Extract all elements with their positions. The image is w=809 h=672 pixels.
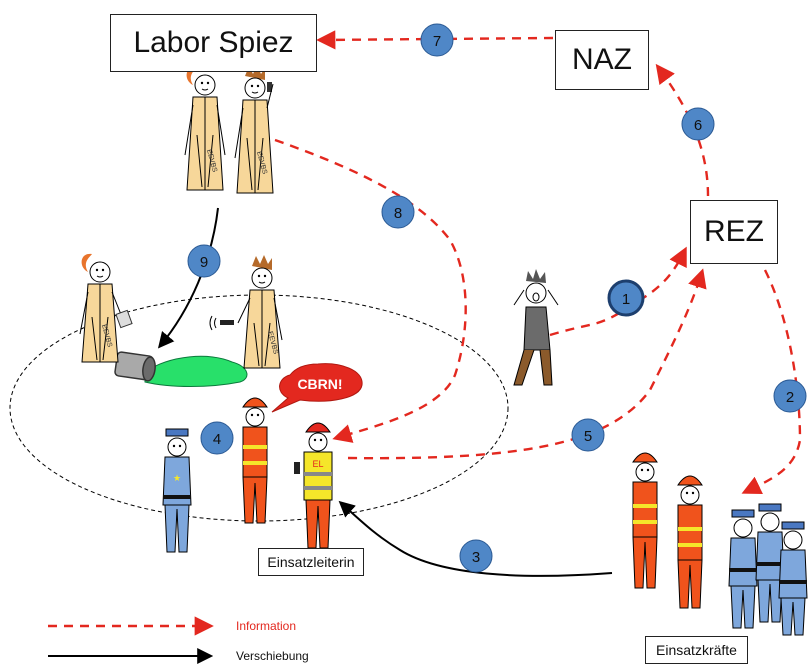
- step-number: 4: [213, 431, 221, 448]
- arrow-step-9: [157, 207, 219, 349]
- step-number: 6: [694, 117, 702, 134]
- step-badge-1: 1: [607, 279, 645, 317]
- step-number: 7: [433, 33, 441, 50]
- step-badge-2: 2: [773, 379, 807, 413]
- step-number: 2: [786, 389, 794, 406]
- step-badge-8: 8: [381, 195, 415, 229]
- cbrn-callout: CBRN!: [271, 363, 363, 413]
- police-officer-figure: [755, 503, 785, 623]
- svg-text:★: ★: [173, 473, 181, 483]
- legend-information-label: Information: [236, 619, 297, 633]
- specialist-suit-figure: [234, 65, 274, 194]
- specialist-suit-figure: [209, 255, 283, 369]
- naz-box: NAZ: [555, 30, 649, 90]
- einsatzkraefte-box: Einsatzkräfte: [645, 636, 748, 664]
- specialist-suit-figure: [79, 253, 133, 363]
- einsatzleiterin-box: Einsatzleiterin: [258, 548, 364, 576]
- cbrn-callout-text: CBRN!: [297, 376, 342, 392]
- incident-commander-figure: EL: [294, 422, 333, 549]
- arrow-step-2: [741, 269, 802, 495]
- legend-verschiebung-label: Verschiebung: [236, 649, 309, 663]
- step-number: 9: [200, 254, 208, 271]
- firefighter-figure: [632, 452, 658, 589]
- specialist-suit-figure: [184, 66, 226, 191]
- step-badge-5: 5: [571, 418, 605, 452]
- step-badge-7: 7: [420, 23, 454, 57]
- firefighter-figure: [242, 397, 268, 524]
- police-officer-figure: [728, 509, 758, 629]
- bystander-figure: [513, 269, 559, 386]
- step-badge-3: 3: [459, 539, 493, 573]
- police-officer-figure: ★: [162, 428, 192, 553]
- chemical-spill: [144, 355, 248, 387]
- police-officer-figure: [778, 521, 808, 636]
- labor-spiez-box: Labor Spiez: [110, 14, 317, 72]
- step-number: 5: [584, 428, 592, 445]
- barrel-icon: [114, 351, 156, 382]
- step-badge-6: 6: [681, 107, 715, 141]
- step-badge-9: 9: [187, 244, 221, 278]
- step-number: 1: [622, 291, 630, 308]
- arrow-step-3: [338, 500, 613, 577]
- step-number: 8: [394, 205, 402, 222]
- arrow-step-5: [347, 268, 707, 460]
- arrow-step-8: [274, 138, 467, 443]
- rez-box: REZ: [690, 200, 778, 264]
- step-badge-4: 4: [200, 421, 234, 455]
- vest-label: EL: [312, 459, 323, 469]
- step-number: 3: [472, 549, 480, 566]
- firefighter-figure: [677, 475, 703, 609]
